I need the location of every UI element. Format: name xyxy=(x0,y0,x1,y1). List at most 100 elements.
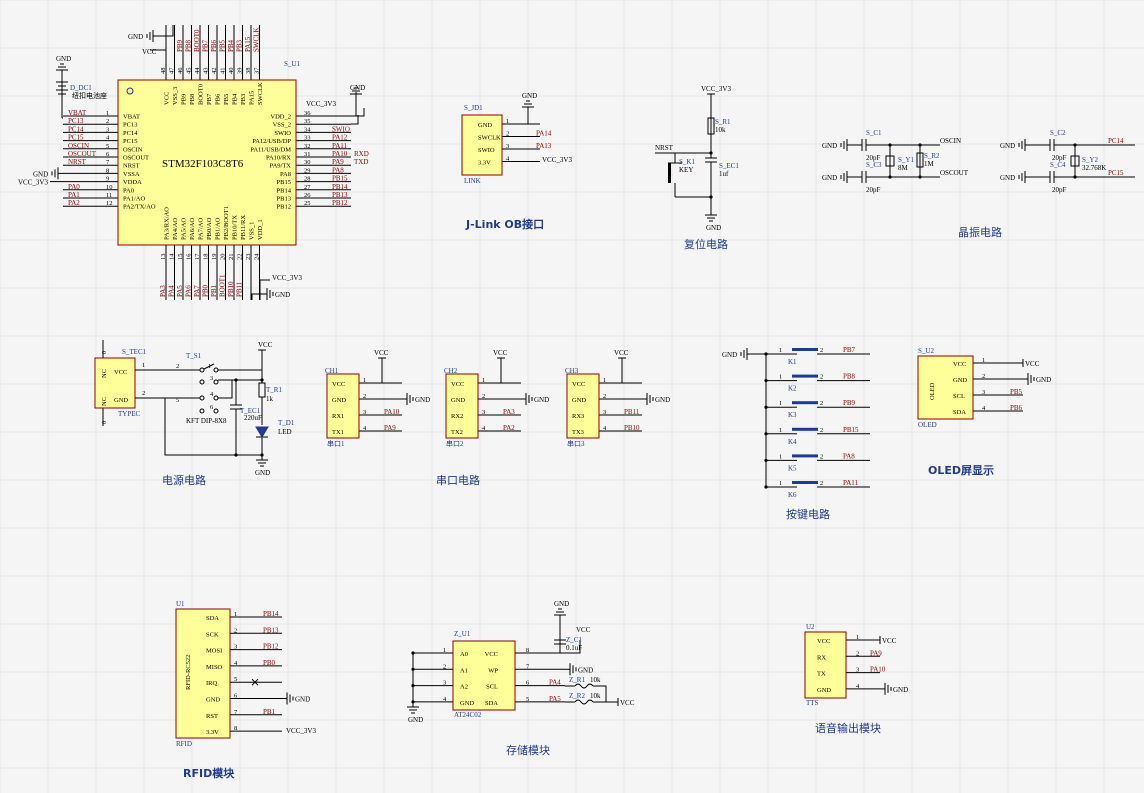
pin-number: 43 xyxy=(203,68,210,75)
gnd-label: GND xyxy=(350,84,365,92)
pin-name: RX1 xyxy=(332,413,344,420)
pin-name: PA2/TX/AO xyxy=(123,204,156,211)
pin-name: A2 xyxy=(460,684,468,691)
mcu-part-name: STM32F103C8T6 xyxy=(162,158,244,170)
pin-name: GND xyxy=(478,122,492,129)
net-label: PB13 xyxy=(263,626,279,634)
net-label: PB12 xyxy=(332,199,348,207)
oled-designator: S_U2 xyxy=(918,347,934,355)
net-label: PB6 xyxy=(1010,404,1023,412)
typec-body xyxy=(94,357,136,409)
pin-number: 1 xyxy=(234,611,237,618)
gnd-label: GND xyxy=(1036,376,1051,384)
switch-contact xyxy=(213,408,219,414)
pin-number: 1 xyxy=(779,400,782,407)
pin-number: 5 xyxy=(526,696,529,703)
switch-contact xyxy=(213,395,219,401)
pin-number: 33 xyxy=(304,135,311,142)
net-label: PB6 xyxy=(210,39,218,52)
pin-name: A1 xyxy=(460,667,468,674)
mcu-body xyxy=(117,79,297,246)
net-label: PA15 xyxy=(244,36,252,52)
net-label: PA9 xyxy=(384,424,396,432)
pin-number: 1 xyxy=(506,118,509,125)
junction xyxy=(764,485,768,489)
key-designator: K6 xyxy=(788,491,797,499)
switch-designator: T_S1 xyxy=(186,352,202,360)
pin-number: 9 xyxy=(106,176,109,183)
uart-connector-body xyxy=(566,373,600,439)
net-label: PA3 xyxy=(159,285,167,297)
net-label: PA10 xyxy=(332,150,348,158)
wire xyxy=(251,293,262,300)
key-designator: K1 xyxy=(788,358,797,366)
pin-number: 47 xyxy=(169,67,176,74)
pin-number: 35 xyxy=(304,118,311,125)
pin-number: 1 xyxy=(982,357,985,364)
c3-designator: S_C3 xyxy=(866,161,882,169)
gnd-label: GND xyxy=(128,33,143,41)
pin-number: 3 xyxy=(443,680,446,687)
pin-name: VCC xyxy=(332,381,345,388)
pin-name: PA12/USB/DP xyxy=(252,138,291,145)
pin-number: 31 xyxy=(304,151,311,158)
section-title: 按键电路 xyxy=(786,507,830,521)
wire xyxy=(351,115,359,125)
resistor-zr2 xyxy=(574,699,594,705)
wire xyxy=(478,366,502,384)
junction xyxy=(764,405,768,409)
switch-contact xyxy=(199,395,205,401)
pin-number: 2 xyxy=(603,393,606,400)
wire xyxy=(593,685,607,702)
pin-number: 3 xyxy=(603,409,606,416)
pin-number: 44 xyxy=(194,67,201,74)
junction xyxy=(1073,143,1077,147)
pin-name: PC14 xyxy=(123,130,138,137)
pin-number: 3 xyxy=(482,409,485,416)
pin-number: 2 xyxy=(142,390,145,397)
pin-name: PA6/AO xyxy=(189,218,196,240)
pin-name: PB7 xyxy=(206,93,213,105)
c2-value: 20pF xyxy=(1052,154,1067,162)
pin-number: 0 xyxy=(101,421,108,424)
pin-number: 2 xyxy=(820,347,823,354)
pin-number: 10 xyxy=(106,184,113,191)
net-label: PB14 xyxy=(263,610,279,618)
pin-name: GND xyxy=(460,700,474,707)
pin-number: 5 xyxy=(106,143,109,150)
pin-name: PC13 xyxy=(123,122,137,129)
key-designator: K4 xyxy=(788,438,797,446)
resistor-r2 xyxy=(916,152,924,168)
pin-number: 24 xyxy=(254,253,261,260)
pin-number: 14 xyxy=(169,253,176,260)
cap-value: 1uf xyxy=(719,170,729,178)
switch-value: KFT DIP-8X8 xyxy=(186,417,227,425)
wire xyxy=(565,640,581,654)
net-label: PA11 xyxy=(332,142,348,150)
switch-contact xyxy=(199,367,205,373)
oscout-label: OSCOUT xyxy=(940,169,969,177)
pin-name: VDDA xyxy=(123,179,142,186)
pin-name: VSSA xyxy=(123,171,140,178)
pin-name: VCC xyxy=(572,381,585,388)
pin-number: 2 xyxy=(820,427,823,434)
jlink-designator: S_JD1 xyxy=(464,104,483,112)
pin-number: 4 xyxy=(234,660,238,667)
key-body xyxy=(668,163,671,183)
wire xyxy=(359,366,383,384)
wire xyxy=(164,398,262,456)
key-designator: S_K1 xyxy=(679,158,695,166)
pin-name: 3.3V xyxy=(206,729,219,736)
net-label: VBAT xyxy=(68,109,87,117)
pin-name: SCK xyxy=(206,631,219,638)
pin-number: 1 xyxy=(482,377,485,384)
key-designator: K2 xyxy=(788,385,797,393)
pin-number: 3 xyxy=(506,143,509,150)
section-title: 复位电路 xyxy=(684,237,728,251)
pin-number: 11 xyxy=(106,192,112,199)
y2-designator: S_Y2 xyxy=(1082,156,1098,164)
net-label: PB12 xyxy=(263,643,279,651)
key-switch xyxy=(792,374,818,378)
pin-name: SWIO xyxy=(478,147,495,154)
net-label: PC14 xyxy=(68,125,84,133)
